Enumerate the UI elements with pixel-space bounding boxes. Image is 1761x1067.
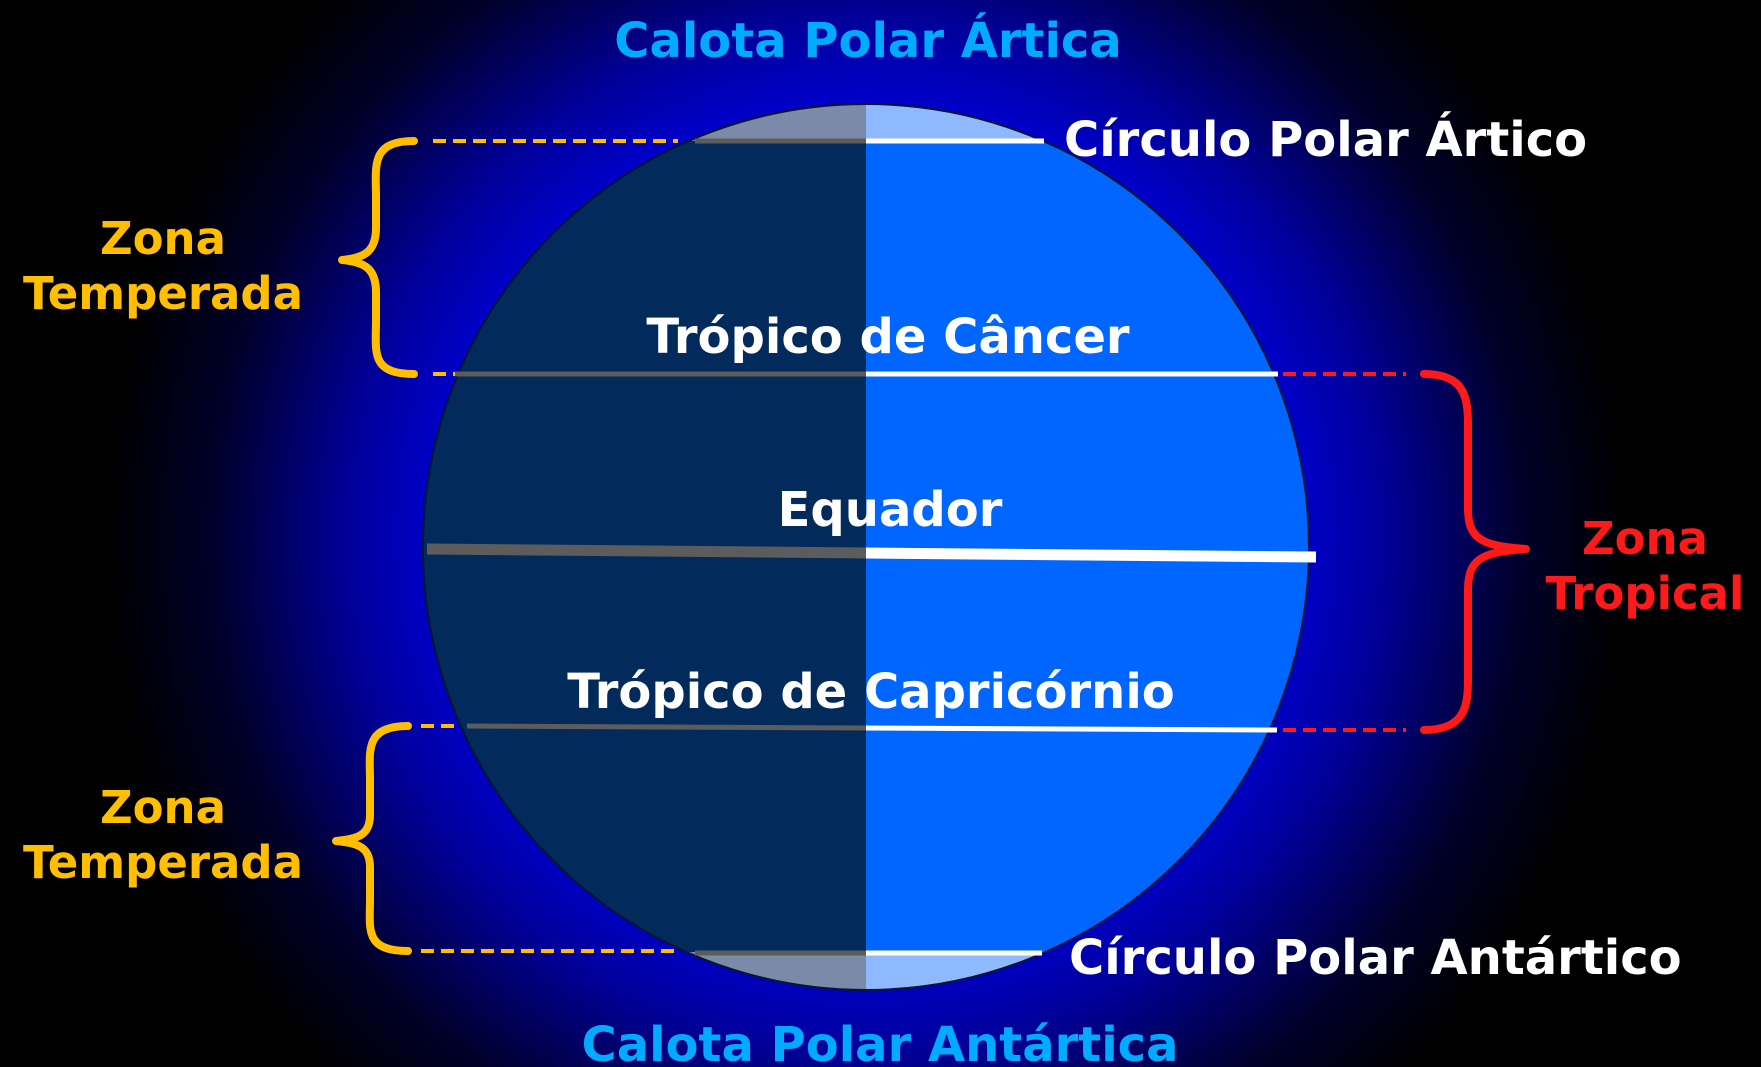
zona-tropical-line-1: Zona	[1582, 512, 1708, 565]
zona-tropical-label: Zona Tropical	[1546, 512, 1745, 622]
zona-temperada-north-label: Zona Temperada	[23, 212, 303, 322]
zona-temperada-south-label: Zona Temperada	[23, 781, 303, 891]
zona-temperada-south-line-2: Temperada	[23, 835, 303, 889]
zona-temperada-south-line-1: Zona	[100, 781, 226, 834]
equador-label: Equador	[777, 482, 1003, 538]
tropic-capricorn-line	[865, 725, 1278, 733]
zona-temperada-north-line-1: Zona	[100, 212, 226, 265]
circulo-polar-artico-label: Círculo Polar Ártico	[1064, 112, 1588, 168]
zona-tropical-line-2: Tropical	[1545, 566, 1745, 620]
calota-polar-antartica-label: Calota Polar Antártica	[581, 1017, 1179, 1067]
tropical-brace	[1420, 370, 1530, 734]
zona-temperada-north-line-2: Temperada	[23, 266, 303, 320]
temperate-north-brace	[338, 137, 418, 378]
temperate-south-brace	[332, 722, 412, 955]
tropico-de-cancer-label: Trópico de Câncer	[646, 309, 1130, 365]
globe-outline	[422, 103, 1310, 991]
circulo-polar-antartico-label: Círculo Polar Antártico	[1069, 930, 1682, 986]
calota-polar-artica-label: Calota Polar Ártica	[614, 13, 1122, 69]
tropic-capricorn-line-night	[466, 723, 867, 731]
equator-line-night	[426, 543, 867, 559]
equator-line	[865, 547, 1317, 563]
tropico-de-capricornio-label: Trópico de Capricórnio	[567, 664, 1175, 720]
